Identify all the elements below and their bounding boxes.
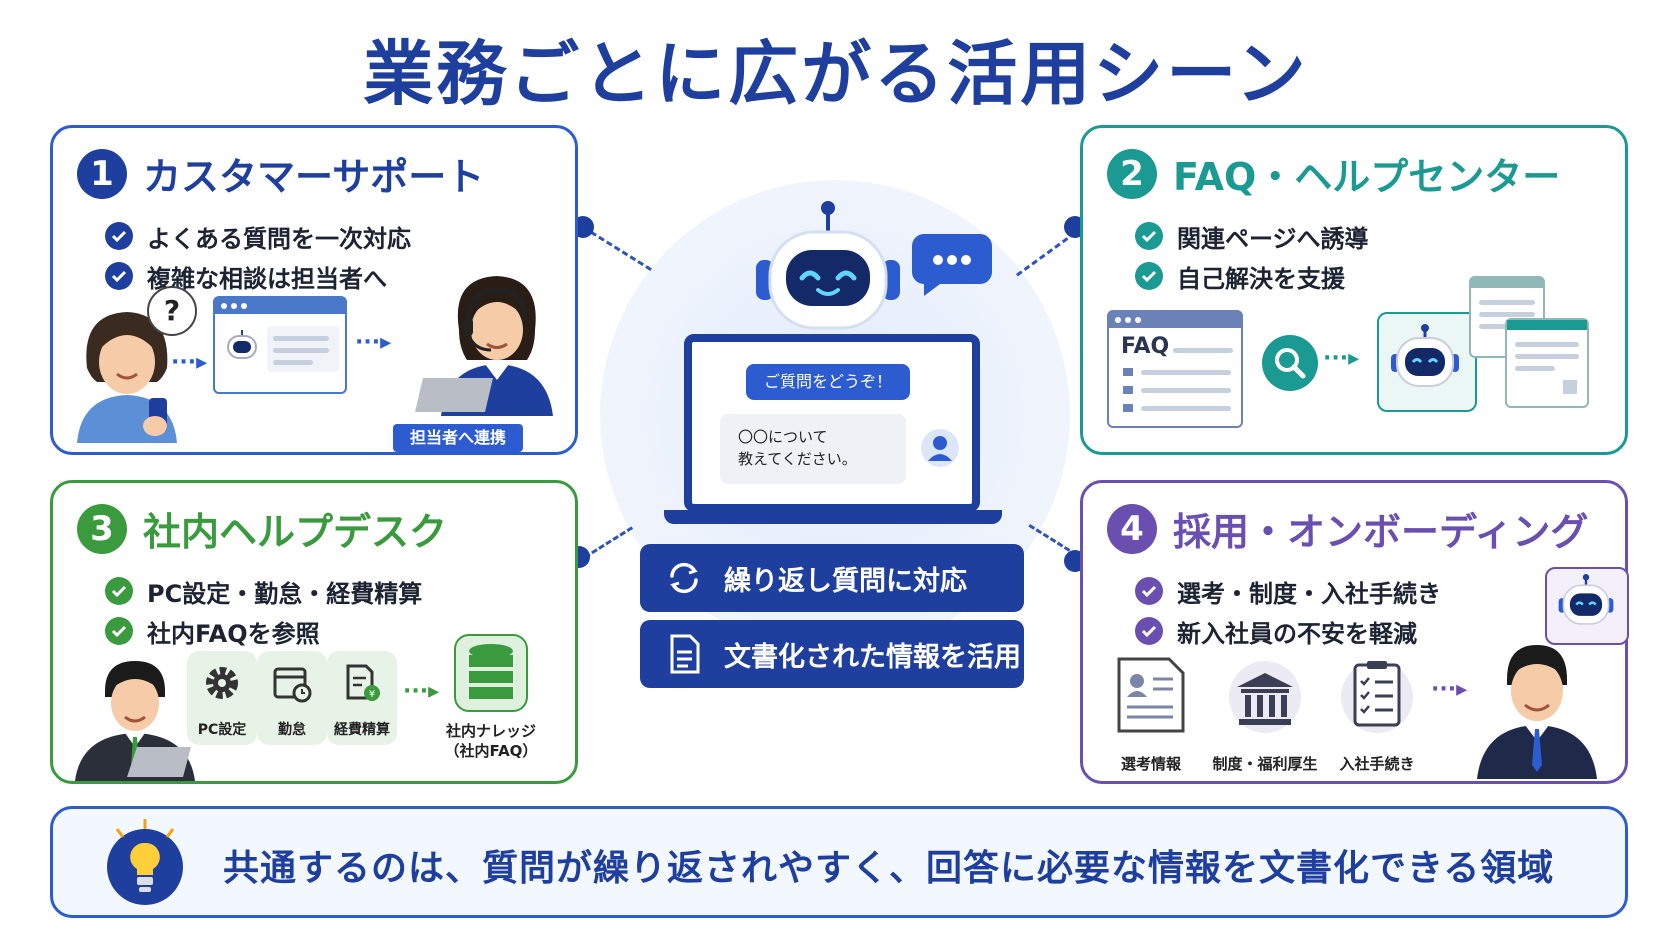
faq-window: FAQ: [1107, 310, 1243, 428]
arrow-dots-4: ···▸: [1431, 677, 1468, 702]
refresh-icon: [670, 562, 698, 594]
item-selection-label: 選考情報: [1120, 755, 1181, 773]
card1-bullet-2: 複雑な相談は担当者へ: [105, 256, 411, 296]
feature-documented-info: 文書化された情報を活用: [640, 620, 1024, 688]
card4-bullet-1: 選考・制度・入社手続き: [1135, 571, 1441, 611]
question-bubble: ?: [147, 286, 197, 336]
card1-bullets: よくある質問を一次対応 複雑な相談は担当者へ: [105, 216, 411, 296]
item-benefits-label: 制度・福利厚生: [1212, 755, 1318, 773]
feature-documented-label: 文書化された情報を活用: [724, 641, 1021, 673]
card3-title-row: 3 社内ヘルプデスク: [77, 501, 447, 556]
card4-bullet-2: 新入社員の不安を軽減: [1135, 611, 1441, 651]
feature-repeat-questions: 繰り返し質問に対応: [640, 544, 1024, 612]
tile-attendance-label: 勤怠: [278, 722, 306, 738]
check-icon: [105, 617, 133, 645]
connector-2: [1016, 231, 1077, 277]
arrow-dots-3: ···▸: [403, 679, 440, 704]
card3-bullet-2: 社内FAQを参照: [105, 611, 422, 651]
user-chat-bubble: 〇〇について 教えてください。: [720, 414, 906, 484]
connector-3: [584, 526, 634, 559]
card2-number: 2: [1107, 148, 1157, 199]
resume-icon: [1117, 657, 1185, 733]
card4-title: 採用・オンボーディング: [1173, 510, 1589, 554]
employee-man-icon: [75, 661, 195, 781]
card3-number: 3: [77, 503, 127, 554]
feature-repeat-label: 繰り返し質問に対応: [724, 565, 967, 597]
chat-window: [213, 296, 347, 394]
handoff-badge: 担当者へ連携: [393, 424, 523, 452]
robot-icon: [756, 201, 900, 330]
card-customer-support: 1 カスタマーサポート よくある質問を一次対応 複雑な相談は担当者へ ? ···…: [50, 125, 578, 455]
card2-bullet-1: 関連ページへ誘導: [1135, 216, 1369, 256]
check-icon: [1135, 222, 1163, 250]
check-icon: [105, 262, 133, 290]
robot-icon: [1391, 324, 1459, 387]
footer-text: 共通するのは、質問が繰り返されやすく、回答に必要な情報を文書化できる領域: [223, 848, 1555, 889]
card2-title: FAQ・ヘルプセンター: [1173, 155, 1561, 199]
card3-bullets: PC設定・勤怠・経費精算 社内FAQを参照: [105, 571, 422, 651]
card2-bullets: 関連ページへ誘導 自己解決を支援: [1135, 216, 1369, 296]
arrow-dots-2: ···▸: [1323, 346, 1360, 371]
connector-1: [582, 226, 652, 271]
svg-text:¥: ¥: [369, 689, 375, 700]
question-mark: ?: [163, 294, 181, 327]
card3-bullet-1: PC設定・勤怠・経費精算: [105, 571, 422, 611]
check-icon: [105, 577, 133, 605]
receipt-yen-icon: ¥: [346, 664, 380, 701]
tile-attendance: 勤怠: [257, 651, 327, 745]
new-employee-icon: [1477, 645, 1597, 779]
tile-pc-label: PC設定: [197, 722, 247, 738]
calendar-clock-icon: [273, 667, 312, 703]
check-icon: [1135, 577, 1163, 605]
card2-title-row: 2 FAQ・ヘルプセンター: [1107, 146, 1560, 201]
search-icon: [1262, 335, 1318, 391]
check-icon: [1135, 617, 1163, 645]
card4-title-row: 4 採用・オンボーディング: [1107, 501, 1588, 556]
bot-chat-bubble: ご質問をどうぞ！: [746, 364, 910, 400]
robot-icon: [1558, 574, 1614, 625]
checklist-icon: [1341, 661, 1413, 733]
institution-icon: [1229, 661, 1301, 733]
card1-bullet-1: よくある質問を一次対応: [105, 216, 411, 256]
card3-title: 社内ヘルプデスク: [143, 510, 448, 554]
card4-number: 4: [1107, 503, 1157, 554]
check-icon: [105, 222, 133, 250]
knowledge-label: 社内ナレッジ （社内FAQ）: [444, 722, 538, 760]
card-faq-help-center: 2 FAQ・ヘルプセンター 関連ページへ誘導 自己解決を支援 FAQ ···▸: [1080, 125, 1628, 455]
lightbulb-icon: [107, 819, 183, 905]
database-icon: [454, 634, 528, 712]
item-procedure-label: 入社手続き: [1339, 755, 1415, 773]
card-internal-helpdesk: 3 社内ヘルプデスク PC設定・勤怠・経費精算 社内FAQを参照 PC設定: [50, 480, 578, 784]
document-icon: [670, 634, 700, 674]
related-page-2: [1505, 318, 1589, 408]
check-icon: [1135, 262, 1163, 290]
operator-icon: [415, 276, 553, 416]
footer-banner: 共通するのは、質問が繰り返されやすく、回答に必要な情報を文書化できる領域: [50, 806, 1628, 918]
card-recruiting-onboarding: 4 採用・オンボーディング 選考・制度・入社手続き 新入社員の不安を軽減 選考情…: [1080, 480, 1629, 784]
user-message-line2: 教えてください。: [738, 450, 857, 468]
user-message-line1: 〇〇について: [738, 428, 828, 446]
card4-bullets: 選考・制度・入社手続き 新入社員の不安を軽減: [1135, 571, 1441, 651]
card1-number: 1: [77, 148, 127, 199]
tile-expenses-label: 経費精算: [334, 722, 390, 738]
tile-expenses: ¥ 経費精算: [327, 651, 397, 745]
card1-title-row: 1 カスタマーサポート: [77, 146, 484, 201]
card1-title: カスタマーサポート: [143, 155, 485, 199]
faq-label: FAQ: [1121, 334, 1170, 359]
page-title: 業務ごとに広がる活用シーン: [363, 33, 1309, 115]
arrow-dots-1b: ···▸: [355, 330, 392, 355]
arrow-dots-1a: ···▸: [171, 350, 208, 375]
tile-pc-settings: PC設定: [187, 651, 257, 745]
user-avatar-icon: [921, 429, 959, 467]
typing-bubble-icon: [912, 234, 992, 296]
gear-icon: [206, 667, 238, 699]
card2-bullet-2: 自己解決を支援: [1135, 256, 1369, 296]
laptop-base: [664, 510, 1002, 524]
customer-woman-icon: [77, 312, 177, 443]
mini-robot-icon: [227, 330, 257, 359]
